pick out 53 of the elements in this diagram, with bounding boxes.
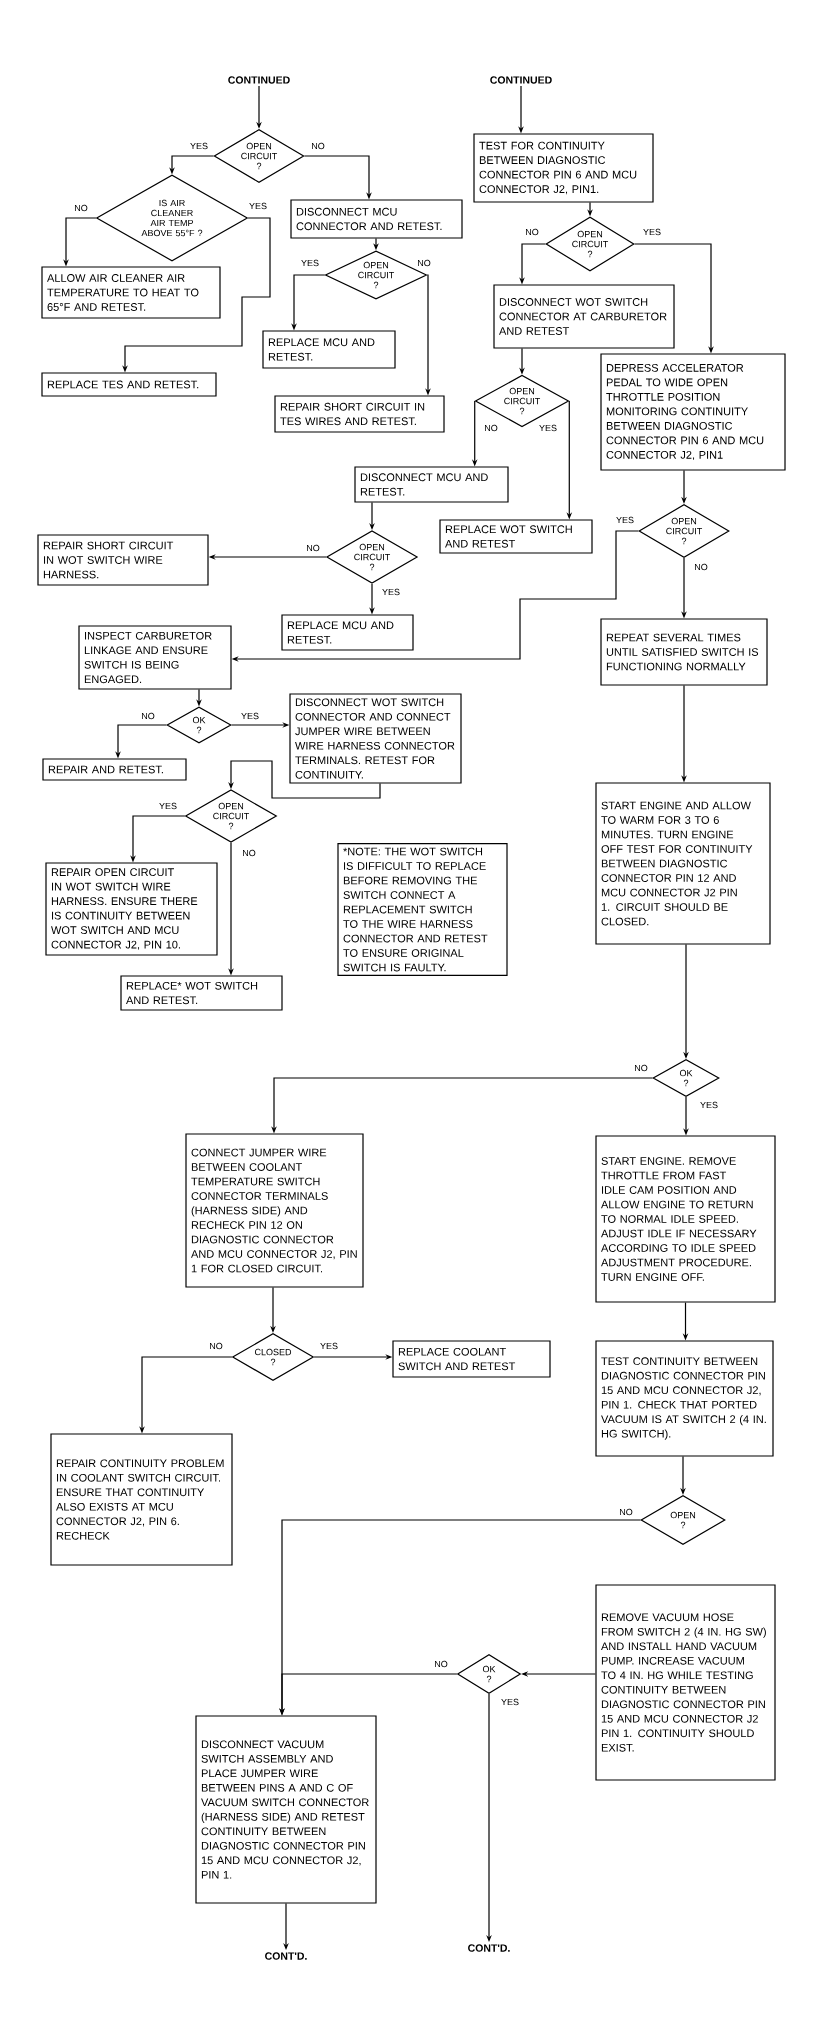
edge-label: YES <box>615 515 635 525</box>
process-box: REPLACE MCU AND RETEST. <box>262 330 396 369</box>
process-box: START ENGINE AND ALLOW TO WARM FOR 3 TO 6 MINUTES. TURN ENGINE OFF TEST FOR CONTINUITY BETWEEN DIAGNOSTIC CONNECTOR PIN 12 AND MCU CONNECTOR J2 PIN 1. CIRCUIT SHOULD BE CLOSED. <box>595 782 771 945</box>
process-box: TEST FOR CONTINUITY BETWEEN DIAGNOSTIC CONNECTOR PIN 6 AND MCU CONNECTOR J2, PIN1. <box>473 133 654 203</box>
process-box: REPAIR SHORT CIRCUIT IN TES WIRES AND RETEST. <box>274 395 445 433</box>
continuation-label: CONT'D. <box>468 1944 510 1952</box>
process-box: DISCONNECT VACUUM SWITCH ASSEMBLY AND PLACE JUMPER WIRE BETWEEN PINS A AND C OF VACUUM SWITCH CONNECTOR (HARNESS SIDE) AND RETEST CONTINUITY BETWEEN DIAGNOSTIC CONNECTOR PIN 15 AND MCU CONNECTOR J2, PIN 1. <box>195 1715 377 1904</box>
edge-label: NO <box>310 141 326 151</box>
process-box: REPAIR OPEN CIRCUIT IN WOT SWITCH WIRE HARNESS. ENSURE THERE IS CONTINUITY BETWEEN WOT SWITCH AND MCU CONNECTOR J2, PIN 10. <box>45 862 218 956</box>
edge-label: YES <box>158 801 178 811</box>
process-box: ALLOW AIR CLEANER AIR TEMPERATURE TO HEAT TO 65°F AND RETEST. <box>41 266 221 319</box>
edge-label: NO <box>140 711 156 721</box>
process-box: TEST CONTINUITY BETWEEN DIAGNOSTIC CONNECTOR PIN 15 AND MCU CONNECTOR J2, PIN 1. CHECK THAT PORTED VACUUM IS AT SWITCH 2 (4 IN. HG SWITCH). <box>595 1340 774 1457</box>
edge-label: NO <box>618 1507 634 1517</box>
edge-label: NO <box>633 1063 649 1073</box>
process-box: REPLACE* WOT SWITCH AND RETEST. <box>120 975 283 1011</box>
edge-label: YES <box>500 1697 520 1707</box>
edge-label: YES <box>240 711 260 721</box>
process-box: REPAIR SHORT CIRCUIT IN WOT SWITCH WIRE HARNESS. <box>37 534 209 586</box>
continuation-label: CONT'D. <box>265 1952 307 1960</box>
edge-label: YES <box>381 587 401 597</box>
edge-label: NO <box>73 203 89 213</box>
edge-label: YES <box>642 227 662 237</box>
process-box: REPEAT SEVERAL TIMES UNTIL SATISFIED SWITCH IS FUNCTIONING NORMALLY <box>600 618 768 686</box>
edge-label: NO <box>208 1341 224 1351</box>
continuation-label: CONTINUED <box>490 76 552 84</box>
process-box: REPAIR CONTINUITY PROBLEM IN COOLANT SWITCH CIRCUIT. ENSURE THAT CONTINUITY ALSO EXISTS AT MCU CONNECTOR J2, PIN 6. RECHECK <box>50 1433 233 1566</box>
process-box: DEPRESS ACCELERATOR PEDAL TO WIDE OPEN THROTTLE POSITION MONITORING CONTINUITY BETWEEN DIAGNOSTIC CONNECTOR PIN 6 AND MCU CONNECTOR J2, PIN1 <box>600 353 786 471</box>
process-box: REPLACE WOT SWITCH AND RETEST <box>439 519 593 554</box>
process-box: START ENGINE. REMOVE THROTTLE FROM FAST IDLE CAM POSITION AND ALLOW ENGINE TO RETURN TO NORMAL IDLE SPEED. ADJUST IDLE IF NECESSARY ACCORDING TO IDLE SPEED ADJUSTMENT PROCEDURE. TURN ENGINE OFF. <box>595 1135 776 1303</box>
edge-label: YES <box>300 258 320 268</box>
process-box: REMOVE VACUUM HOSE FROM SWITCH 2 (4 IN. HG SW) AND INSTALL HAND VACUUM PUMP. INCREASE VACUUM TO 4 IN. HG WHILE TESTING CONTINUITY BETWEEN DIAGNOSTIC CONNECTOR PIN 15 AND MCU CONNECTOR J2 PIN 1. CONTINUITY SHOULD EXIST. <box>595 1584 776 1781</box>
process-box: INSPECT CARBURETOR LINKAGE AND ENSURE SWITCH IS BEING ENGAGED. <box>78 625 232 690</box>
edge-label: YES <box>319 1341 339 1351</box>
process-box: REPLACE MCU AND RETEST. <box>281 614 414 651</box>
process-box: DISCONNECT WOT SWITCH CONNECTOR AND CONNECT JUMPER WIRE BETWEEN WIRE HARNESS CONNECTOR TERMINALS. RETEST FOR CONTINUITY. <box>289 693 462 784</box>
edge-label: YES <box>189 141 209 151</box>
edge-label: NO <box>524 227 540 237</box>
edge-label: NO <box>693 562 709 572</box>
edge-label: YES <box>248 201 268 211</box>
process-box: DISCONNECT WOT SWITCH CONNECTOR AT CARBURETOR AND RETEST <box>493 284 675 349</box>
edge-label: YES <box>699 1100 719 1110</box>
note-box: *NOTE: THE WOT SWITCH IS DIFFICULT TO REPLACE BEFORE REMOVING THE SWITCH CONNECT A REPLACEMENT SWITCH TO THE WIRE HARNESS CONNECTOR AND RETEST TO ENSURE ORIGINAL SWITCH IS FAULTY. <box>337 843 508 976</box>
process-box: REPLACE COOLANT SWITCH AND RETEST <box>392 1340 551 1378</box>
edge-label: NO <box>433 1659 449 1669</box>
process-box: DISCONNECT MCU CONNECTOR AND RETEST. <box>290 199 463 239</box>
edge-label: NO <box>241 848 257 858</box>
continuation-label: CONTINUED <box>228 76 290 84</box>
process-box: REPLACE TES AND RETEST. <box>41 372 217 397</box>
edge-label: NO <box>305 543 321 553</box>
process-box: REPAIR AND RETEST. <box>42 758 187 781</box>
process-box: CONNECT JUMPER WIRE BETWEEN COOLANT TEMPERATURE SWITCH CONNECTOR TERMINALS (HARNESS SIDE) AND RECHECK PIN 12 ON DIAGNOSTIC CONNECTOR AND MCU CONNECTOR J2, PIN 1 FOR CLOSED CIRCUIT. <box>185 1133 364 1288</box>
process-box: DISCONNECT MCU AND RETEST. <box>354 466 509 503</box>
